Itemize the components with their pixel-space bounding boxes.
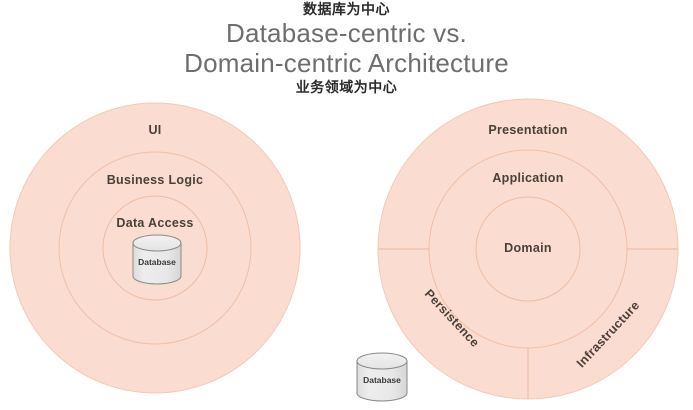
cylinder-top [356, 352, 408, 370]
right-label-domain: Domain [504, 241, 552, 255]
right-architecture-group: Presentation Application Domain Persiste… [377, 98, 679, 400]
cylinder-top [132, 234, 182, 252]
right-database-label: Database [363, 375, 401, 385]
right-label-presentation: Presentation [488, 123, 567, 137]
left-label-business-logic: Business Logic [107, 173, 204, 187]
left-label-data-access: Data Access [116, 216, 193, 230]
left-label-ui: UI [148, 123, 161, 137]
right-ring-inner-domain [475, 196, 581, 302]
cylinder-body [132, 242, 182, 285]
right-database-cylinder: Database [356, 352, 408, 402]
cylinder-body [356, 360, 408, 402]
left-database-cylinder: Database [132, 234, 182, 285]
right-label-application: Application [492, 171, 563, 185]
left-architecture-group: UI Business Logic Data Access Database [9, 102, 301, 394]
left-database-label: Database [138, 257, 176, 267]
right-outer-dividers [378, 248, 678, 399]
